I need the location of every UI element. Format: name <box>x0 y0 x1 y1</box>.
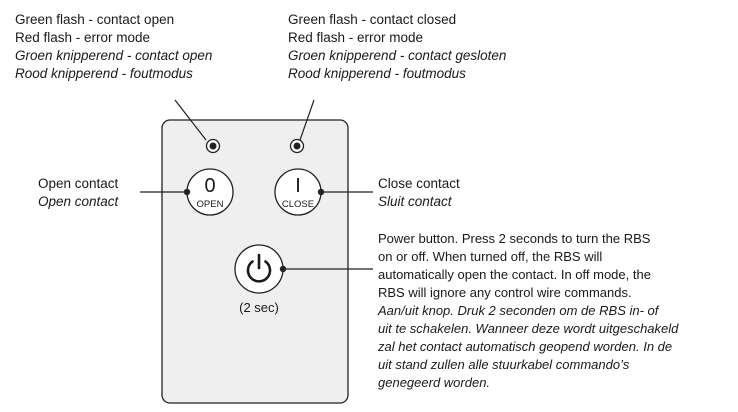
open-caption: Open contact Open contact <box>38 175 118 211</box>
power-caption-en-4: RBS will ignore any control wire command… <box>378 285 632 300</box>
left-caption-line-2: Red flash - error mode <box>15 30 151 45</box>
power-caption-en-2: on or off. When turned off, the RBS will <box>378 249 603 264</box>
close-caption-nl: Sluit contact <box>378 194 452 209</box>
open-label: OPEN <box>196 199 224 210</box>
power-caption-nl-3: zal het contact automatisch geopend word… <box>378 339 673 354</box>
close-symbol: I <box>295 175 301 197</box>
right-caption-line-4: Rood knipperend - foutmodus <box>288 66 466 81</box>
open-symbol: 0 <box>204 175 216 197</box>
open-button[interactable] <box>183 168 234 216</box>
left-caption-line-1: Green flash - contact open <box>15 12 175 27</box>
power-caption-nl-2: uit te schakelen. Wanneer deze wordt uit… <box>378 321 679 336</box>
right-led-caption: Green flash - contact closed Red flash -… <box>288 11 506 83</box>
power-caption-nl-1: Aan/uit knop. Druk 2 seconden om de RBS … <box>378 303 659 318</box>
close-button[interactable] <box>274 168 325 216</box>
power-caption-en-1: Power button. Press 2 seconds to turn th… <box>378 231 651 246</box>
open-caption-en: Open contact <box>38 176 119 191</box>
left-caption-line-3: Groen knipperend - contact open <box>15 48 213 63</box>
close-label: CLOSE <box>281 199 315 210</box>
left-caption-line-4: Rood knipperend - foutmodus <box>15 66 193 81</box>
power-caption: Power button. Press 2 seconds to turn th… <box>378 230 678 392</box>
right-caption-line-1: Green flash - contact closed <box>288 12 457 27</box>
close-caption-en: Close contact <box>378 176 460 191</box>
left-led-leader <box>174 99 207 141</box>
left-led <box>205 138 221 154</box>
close-caption: Close contact Sluit contact <box>378 175 460 211</box>
right-caption-line-2: Red flash - error mode <box>288 30 424 45</box>
left-led-caption: Green flash - contact open Red flash - e… <box>15 11 212 83</box>
right-caption-line-3: Groen knipperend - contact gesloten <box>288 48 507 63</box>
power-caption-en-3: automatically open the contact. In off m… <box>378 267 651 282</box>
open-caption-nl: Open contact <box>38 194 119 209</box>
right-led <box>289 138 305 154</box>
power-caption-nl-4: uit stand zullen alle stuurkabel command… <box>378 357 630 372</box>
power-duration: (2 sec) <box>239 300 279 315</box>
right-led-leader <box>299 99 315 141</box>
power-icon <box>246 253 272 283</box>
power-caption-nl-5: genegeerd worden. <box>378 375 491 390</box>
